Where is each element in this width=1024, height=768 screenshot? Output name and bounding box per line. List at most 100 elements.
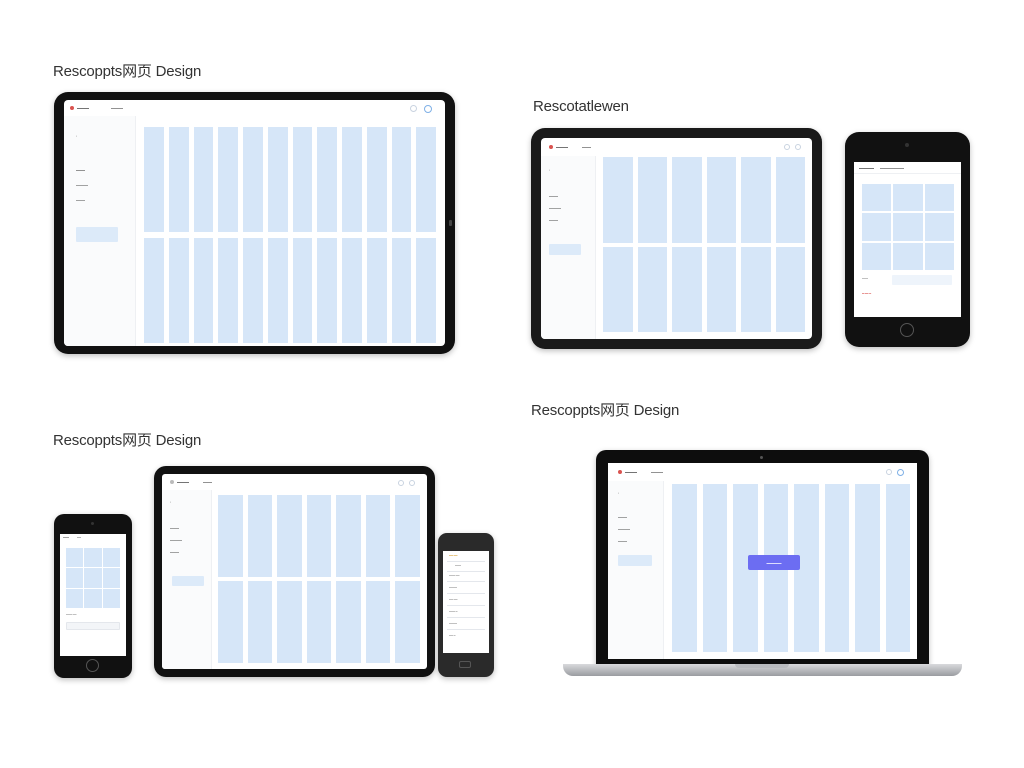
phone-left: ▬▬▬ ▬▬ ▬▬▬ ▬▬ [54, 514, 132, 678]
caption-bottom-left: Rescoppts网页 Design [53, 432, 202, 449]
input-box[interactable] [66, 622, 120, 630]
grid-cell [706, 157, 736, 243]
grid-cell [317, 238, 337, 343]
sidebar-item[interactable]: ▬▬▬ [618, 515, 627, 519]
sidebar-item[interactable]: ▬▬▬▬ [618, 527, 630, 531]
grid-cell [292, 238, 313, 343]
grid-cell [893, 213, 923, 241]
sidebar-item[interactable]: ▬▬▬▬ [76, 183, 88, 187]
cta-button[interactable]: ▬▬▬▬▬ [748, 555, 800, 570]
grid-cell [336, 581, 361, 663]
grid-cell [391, 238, 412, 343]
brand-name: ▬▬▬▬ [556, 145, 568, 149]
user-icon[interactable] [897, 469, 904, 476]
sidebar-toggle[interactable]: ▪ [76, 134, 78, 138]
user-icon[interactable] [424, 105, 432, 113]
grid-cell [218, 581, 243, 663]
nav-link[interactable]: ▬▬▬▬▬▬▬▬ [880, 165, 904, 170]
content-grid [144, 127, 436, 343]
camera-icon [905, 143, 909, 147]
grid-cell [366, 127, 387, 232]
sidebar-button[interactable] [549, 244, 581, 255]
app-header: ▬▬▬▬▬ ▬▬▬▬▬▬▬▬ [854, 162, 961, 174]
grid-cell [243, 238, 263, 343]
content-grid [603, 157, 805, 332]
sidebar-item[interactable]: ▬▬▬ [76, 168, 85, 172]
sidebar-item[interactable]: ▬▬▬ [618, 539, 627, 543]
brand-name: ▬▬▬▬ [625, 470, 637, 474]
grid-cell [775, 246, 805, 332]
grid-cell [893, 184, 923, 212]
grid-cell [218, 127, 238, 232]
content-grid [218, 495, 420, 663]
user-icon[interactable] [795, 144, 801, 150]
app-header: ▬▬▬▬ ▬▬▬ [162, 474, 427, 490]
grid-cell [741, 157, 771, 243]
sidebar-item[interactable]: ▬▬▬ [549, 194, 558, 198]
grid-cell [102, 568, 120, 588]
grid-cell [741, 246, 771, 332]
nav-link[interactable]: ▬▬▬▬ [111, 106, 123, 110]
grid-cell [218, 495, 243, 577]
grid-cell [267, 238, 288, 343]
grid-cell [267, 127, 288, 232]
grid-cell [706, 246, 736, 332]
gear-icon[interactable] [886, 469, 892, 475]
phone-screen: ▬▬▬ ▬▬ ▬▬▬ ▬▬ [60, 534, 126, 656]
grid-cell [637, 246, 667, 332]
list-item: ▬▬ ▬▬ [449, 599, 458, 601]
grid-cell [637, 157, 667, 243]
app-header: ▬▬▬▬ ▬▬▬ [541, 138, 812, 156]
grid-cell [66, 588, 84, 608]
sidebar-toggle[interactable]: ▪ [618, 491, 620, 495]
tablet-screen: ▬▬▬▬ ▬▬▬ ▪ ▬▬▬ ▬▬▬▬ ▬▬▬ [541, 138, 812, 339]
nav-link[interactable]: ▬▬▬ [203, 480, 212, 484]
gear-icon[interactable] [398, 480, 404, 486]
sidebar-button[interactable] [76, 227, 118, 242]
grid-cell [416, 238, 436, 343]
sidebar-toggle[interactable]: ▪ [170, 500, 172, 504]
sidebar-item[interactable]: ▬▬▬ [170, 526, 179, 530]
sidebar-button[interactable] [618, 555, 652, 566]
list-item: ▬▬▬▬ [449, 587, 457, 589]
laptop-trackpad-notch [735, 664, 789, 668]
sidebar-item[interactable]: ▬▬▬▬ [549, 206, 561, 210]
grid-cell [924, 242, 954, 270]
grid-cell [84, 548, 102, 568]
nav-link[interactable]: ▬▬▬▬ [651, 470, 663, 474]
gear-icon[interactable] [410, 105, 417, 112]
grid-cell [365, 495, 391, 577]
laptop-screen: ▬▬▬▬ ▬▬▬▬ ▪ ▬▬▬ ▬▬▬▬ ▬▬▬ ▬▬▬▬▬ [608, 463, 917, 659]
grid-cell [603, 157, 633, 243]
grid-cell [84, 588, 102, 608]
home-button-icon[interactable] [86, 659, 99, 672]
nav-link[interactable]: ▬▬▬ [582, 145, 591, 149]
logo-icon [618, 470, 622, 474]
grid-cell [66, 548, 84, 568]
camera-icon [449, 220, 452, 226]
home-button-icon[interactable] [900, 323, 914, 337]
grid-cell [168, 127, 189, 232]
content-grid [862, 184, 954, 270]
nav-link[interactable]: ▬▬ [77, 537, 81, 539]
user-icon[interactable] [409, 480, 415, 486]
sidebar: ▪ ▬▬▬ ▬▬▬▬ ▬▬▬ [608, 481, 664, 659]
gear-icon[interactable] [784, 144, 790, 150]
sidebar-item[interactable]: ▬▬▬ [170, 550, 179, 554]
grid-cell [168, 238, 189, 343]
input-box[interactable] [892, 275, 952, 285]
grid-cell [243, 127, 263, 232]
sidebar-item[interactable]: ▬▬▬ [549, 218, 558, 222]
grid-cell [193, 127, 214, 232]
sidebar-toggle[interactable]: ▪ [549, 168, 551, 172]
tablet-screen: ▬▬▬▬ ▬▬▬▬ ▪ ▬▬▬ ▬▬▬▬ ▬▬▬ [64, 100, 445, 346]
sidebar-item[interactable]: ▬▬▬▬ [170, 538, 182, 542]
grid-cell [336, 495, 361, 577]
caption-top-left: Rescoppts网页 Design [53, 63, 202, 80]
tablet-landscape-bottom: ▬▬▬▬ ▬▬▬ ▪ ▬▬▬ ▬▬▬▬ ▬▬▬ [154, 466, 435, 677]
grid-cell [144, 238, 164, 343]
home-button-icon[interactable] [459, 661, 471, 668]
grid-cell [247, 581, 273, 663]
sidebar-button[interactable] [172, 576, 204, 586]
sidebar-item[interactable]: ▬▬▬ [76, 198, 85, 202]
